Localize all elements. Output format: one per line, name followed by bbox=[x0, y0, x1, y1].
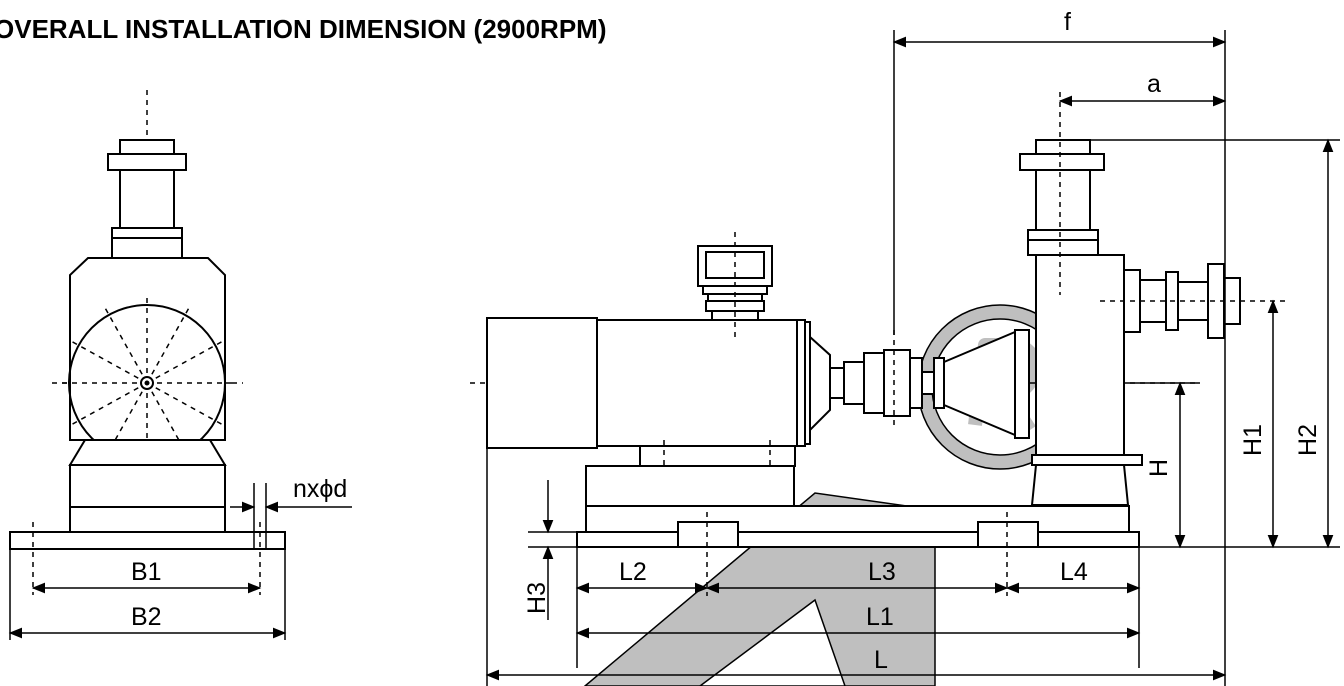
width-dimensions: B1 B2 bbox=[8, 549, 287, 640]
l2-label: L2 bbox=[619, 558, 647, 586]
h1-label: H1 bbox=[1239, 424, 1267, 456]
h3-label: H3 bbox=[523, 582, 551, 614]
l1-label: L1 bbox=[866, 603, 894, 631]
f-label: f bbox=[1064, 8, 1071, 36]
h2-label: H2 bbox=[1294, 424, 1322, 456]
diagram-title: OVERALL INSTALLATION DIMENSION (2900RPM) bbox=[0, 14, 607, 44]
l3-label: L3 bbox=[868, 558, 896, 586]
l4-label: L4 bbox=[1060, 558, 1088, 586]
nxd-label: nxϕd bbox=[293, 475, 347, 503]
end-view bbox=[9, 90, 286, 595]
l-label: L bbox=[874, 646, 888, 674]
side-view bbox=[470, 92, 1290, 596]
h-label: H bbox=[1145, 459, 1173, 477]
hole-dimension: nxϕd bbox=[230, 475, 352, 513]
side-dimensions: f a H H1 H2 H3 L2 L3 L4 L1 bbox=[485, 8, 1340, 686]
b2-label: B2 bbox=[131, 603, 162, 631]
b1-label: B1 bbox=[131, 558, 162, 586]
a-label: a bbox=[1147, 70, 1161, 98]
